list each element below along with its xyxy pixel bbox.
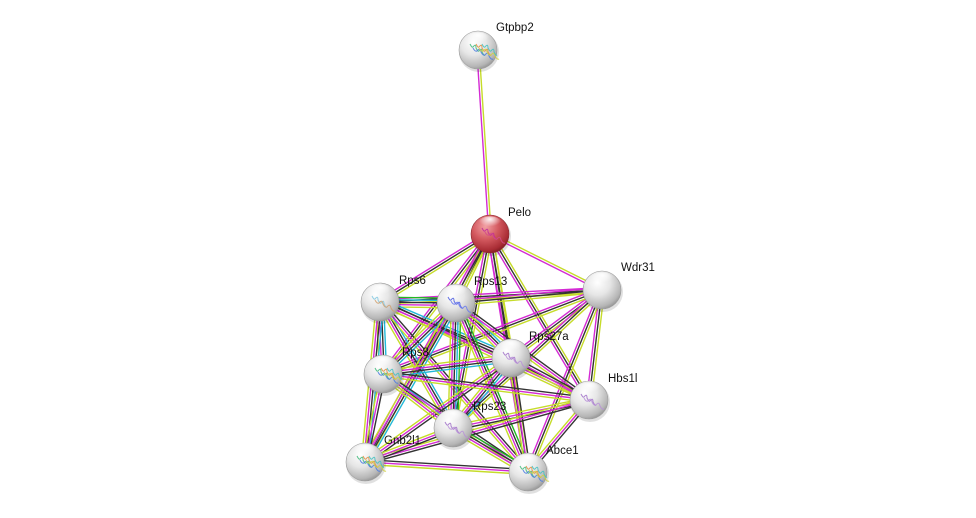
node-label: Wdr31: [621, 262, 655, 274]
edge-line-coexpression: [383, 358, 512, 376]
node-rps13[interactable]: Rps13: [436, 276, 507, 325]
edge-line-experiments: [455, 286, 602, 302]
edge-line-databases: [367, 304, 460, 465]
edge-line-experiments: [364, 399, 590, 463]
edge-line-experiments: [378, 231, 490, 301]
structure-icon: [365, 459, 387, 472]
structure-icon: [505, 355, 527, 368]
node-highlight: [371, 356, 395, 371]
structure-icon: [583, 397, 605, 410]
edge-line-coexpression: [365, 401, 590, 465]
node-rps8[interactable]: Rps8: [363, 347, 429, 396]
edge-line-experiments: [363, 302, 456, 462]
structure-icon: [447, 425, 469, 438]
node-hbs1l[interactable]: Hbs1l: [569, 373, 637, 422]
edge-line-coexpression: [379, 233, 491, 303]
edge-line-experiments: [364, 461, 529, 473]
edge-hbs1l-gnb2l1[interactable]: [364, 397, 590, 465]
structure-icon: [450, 300, 472, 313]
edge-line-experiments: [476, 50, 490, 235]
edge-line-coexpression: [456, 302, 530, 472]
node-abce1[interactable]: Abce1: [508, 445, 579, 494]
node-label: Pelo: [508, 207, 531, 219]
structure-icon: [484, 231, 506, 244]
structure-icon: [374, 299, 396, 312]
node-rps6[interactable]: Rps6: [360, 275, 426, 324]
node-wdr31[interactable]: Wdr31: [582, 262, 655, 312]
edge-rps13-gnb2l1[interactable]: [361, 300, 460, 465]
edge-gtpbp2-pelo[interactable]: [476, 49, 492, 235]
node-label: Rps13: [474, 276, 507, 288]
node-highlight: [466, 32, 490, 47]
edge-line-experiments: [364, 357, 512, 463]
structure-icon: [528, 469, 550, 482]
edge-rps27a-rps8[interactable]: [382, 353, 512, 379]
edge-line-textmining: [490, 232, 603, 290]
structure-icon: [377, 371, 399, 384]
edge-line-textmining: [380, 235, 492, 305]
node-label: Gtpbp2: [496, 22, 534, 34]
edge-line-coexpression: [527, 289, 603, 473]
edge-line-experiments: [489, 234, 602, 292]
structure-icon: [359, 459, 381, 472]
node-rps27a[interactable]: Rps27a: [491, 331, 569, 380]
edge-line-textmining: [447, 302, 452, 428]
node-highlight: [577, 382, 601, 397]
structure-icon: [478, 47, 500, 60]
node-rps23[interactable]: Rps23: [433, 401, 506, 450]
edge-line-textmining: [382, 375, 589, 404]
edge-line-coexpression: [512, 357, 532, 472]
edge-line-coexpression: [365, 458, 529, 471]
edge-line-coexpression: [452, 302, 457, 429]
node-label: Rps23: [473, 401, 506, 413]
edge-line-coexpression: [365, 303, 458, 463]
edge-line-textmining: [364, 463, 528, 476]
node-label: Hbs1l: [608, 373, 637, 385]
node-label: Gnb2l1: [384, 435, 421, 447]
node-highlight: [368, 284, 392, 299]
edge-line-experiments: [382, 373, 590, 401]
structure-icon: [386, 367, 403, 380]
node-highlight: [590, 272, 614, 287]
structure-icon: [531, 465, 548, 478]
edge-line-textmining: [478, 49, 492, 234]
edge-line-textmining: [452, 396, 589, 427]
edge-pelo-wdr31[interactable]: [489, 232, 603, 292]
node-label: Abce1: [546, 445, 579, 457]
node-highlight: [516, 454, 540, 469]
structure-icon: [522, 469, 544, 482]
node-label: Rps27a: [529, 331, 569, 343]
edge-wdr31-rps13[interactable]: [455, 286, 603, 307]
edge-line-experiments: [452, 399, 590, 429]
edge-line-coexpression: [455, 289, 603, 304]
structure-icon: [472, 47, 494, 60]
node-highlight: [478, 216, 502, 231]
structure-icon: [481, 43, 498, 56]
node-pelo[interactable]: Pelo: [470, 207, 531, 256]
edge-line-textmining: [361, 300, 454, 461]
edge-line-textmining: [378, 303, 589, 403]
edge-gnb2l1-abce1[interactable]: [364, 458, 529, 476]
node-highlight: [353, 444, 377, 459]
edge-line-textmining: [456, 291, 603, 307]
node-highlight: [444, 285, 468, 300]
edge-line-experiments: [449, 302, 455, 428]
edge-rps8-hbs1l[interactable]: [382, 370, 590, 404]
node-label: Rps8: [402, 347, 429, 359]
node-label: Rps6: [399, 275, 426, 287]
node-highlight: [441, 410, 465, 425]
node-gtpbp2[interactable]: Gtpbp2: [458, 22, 534, 72]
edge-line-textmining: [382, 353, 511, 372]
edge-pelo-rps6[interactable]: [378, 231, 492, 305]
structure-icon: [383, 371, 405, 384]
edge-line-experiments: [382, 356, 511, 374]
edge-line-textmining: [452, 304, 526, 474]
node-highlight: [499, 340, 523, 355]
structure-icon: [368, 455, 385, 468]
node-gnb2l1[interactable]: Gnb2l1: [345, 435, 421, 484]
edge-line-textmining: [364, 397, 589, 461]
edge-line-coexpression: [383, 370, 590, 399]
